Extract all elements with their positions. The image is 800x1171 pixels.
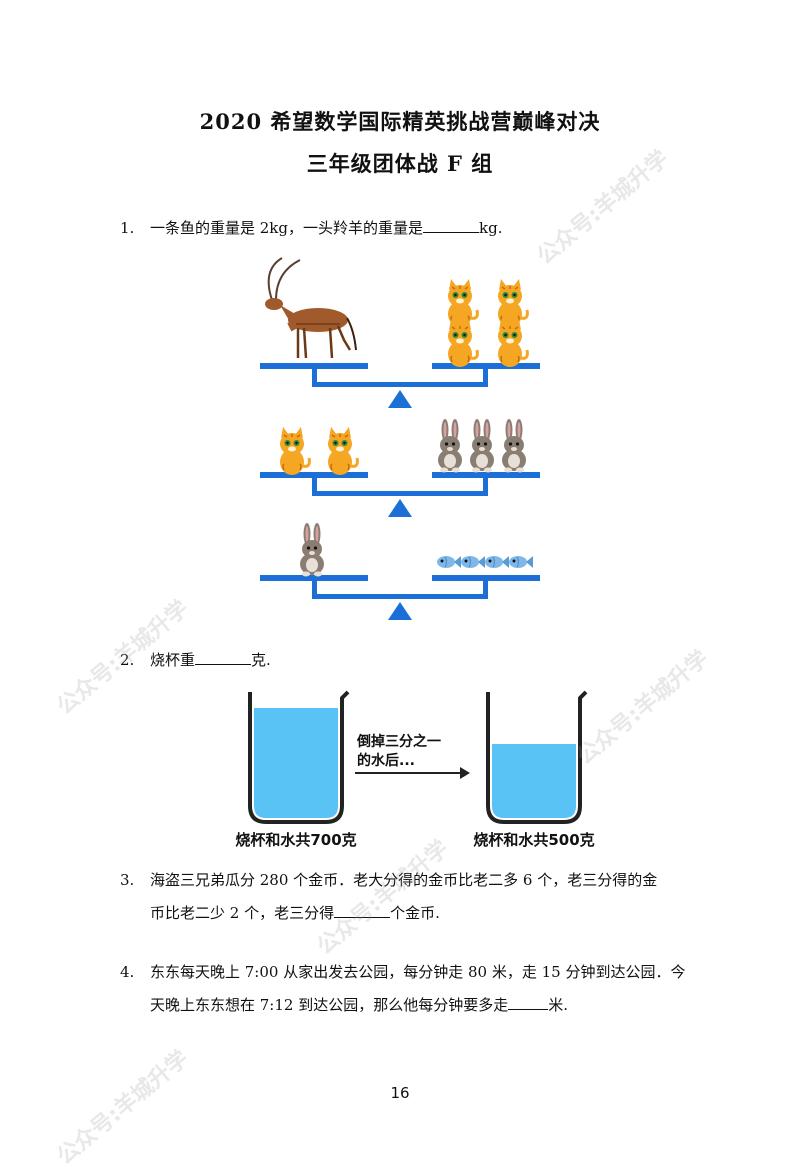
beaker-full [248, 690, 350, 824]
arrow-label-line1: 倒掉三分之一 [356, 733, 441, 750]
beaker-partial [486, 690, 588, 824]
question-text: 一条鱼的重量是 2kg，一头羚羊的重量是 [150, 219, 424, 237]
arrow-icon [355, 767, 470, 779]
answer-blank[interactable] [334, 903, 391, 918]
question-text-line2: 币比老二少 2 个，老三分得 [150, 904, 335, 922]
question-number: 3. [120, 871, 135, 889]
question-text-line1: 东东每天晚上 7:00 从家出发去公园，每分钟走 80 米，走 15 分钟到达公… [150, 963, 686, 981]
question-number: 4. [120, 963, 135, 981]
question-text-line1: 海盗三兄弟瓜分 280 个金币．老大分得的金币比老二多 6 个，老三分得的金 [150, 871, 658, 889]
question-2: 2. 烧杯重 克. [120, 644, 271, 677]
question-text-line2: 天晚上东东想在 7:12 到达公园，那么他每分钟要多走 [150, 996, 509, 1014]
page-subtitle: 三年级团体战 F 组 [306, 151, 494, 176]
answer-blank[interactable] [423, 218, 480, 233]
arrow-label-line2: 的水后... [357, 752, 415, 769]
question-1: 1. 一条鱼的重量是 2kg，一头羚羊的重量是 kg. [120, 212, 502, 245]
question-text-end: 克. [251, 651, 271, 669]
question-number: 2. [120, 651, 135, 669]
page-number: 16 [390, 1084, 410, 1102]
answer-blank[interactable] [195, 650, 252, 665]
question-4: 4. 东东每天晚上 7:00 从家出发去公园，每分钟走 80 米，走 15 分钟到… [120, 956, 685, 1022]
right-beaker-caption: 烧杯和水共500克 [473, 831, 594, 849]
page-title: 2020 希望数学国际精英挑战营巅峰对决 [199, 109, 601, 134]
beaker-illustration: 倒掉三分之一 的水后... 烧杯和水共700克 烧杯和水共500克 [235, 690, 595, 849]
question-text: 烧杯重 [150, 651, 196, 669]
question-text-end: kg. [479, 219, 503, 237]
question-text-end: 米. [548, 996, 569, 1014]
left-beaker-caption: 烧杯和水共700克 [235, 831, 356, 849]
answer-blank[interactable] [508, 995, 549, 1010]
question-number: 1. [120, 219, 135, 237]
question-text-end: 个金币. [390, 904, 440, 922]
question-3: 3. 海盗三兄弟瓜分 280 个金币．老大分得的金币比老二多 6 个，老三分得的金… [120, 864, 657, 930]
balance-scales-illustration [260, 257, 540, 620]
antelope [265, 257, 357, 359]
